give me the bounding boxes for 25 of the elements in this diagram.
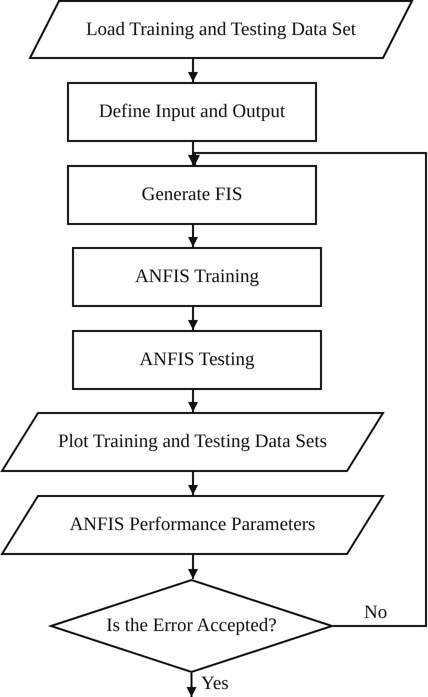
- data-parallelogram: [1, 495, 384, 555]
- process-box: [72, 247, 322, 307]
- data-parallelogram: [1, 412, 384, 472]
- arrow: [188, 390, 198, 412]
- arrow: [188, 472, 198, 495]
- arrow: [188, 59, 198, 82]
- step-text: ANFIS Performance Parameters: [70, 514, 316, 536]
- process-box: [67, 165, 317, 225]
- process-box: [72, 330, 322, 390]
- arrow: [188, 225, 198, 247]
- edge-label: Yes: [201, 673, 229, 695]
- arrow: [188, 307, 198, 330]
- step-text: Plot Training and Testing Data Sets: [58, 431, 328, 453]
- data-parallelogram: [29, 0, 413, 59]
- process-box: [67, 82, 317, 142]
- arrow: [188, 555, 198, 579]
- decision-diamond: [50, 579, 333, 673]
- edge-label: No: [364, 602, 388, 624]
- step-text: ANFIS Training: [134, 266, 260, 288]
- decision-text: Is the Error Accepted?: [106, 615, 277, 637]
- step-text: Load Training and Testing Data Set: [86, 18, 356, 40]
- step-text: ANFIS Testing: [140, 349, 254, 371]
- step-text: Generate FIS: [142, 184, 242, 206]
- arrow: [186, 673, 196, 697]
- step-text: Define Input and Output: [98, 101, 286, 123]
